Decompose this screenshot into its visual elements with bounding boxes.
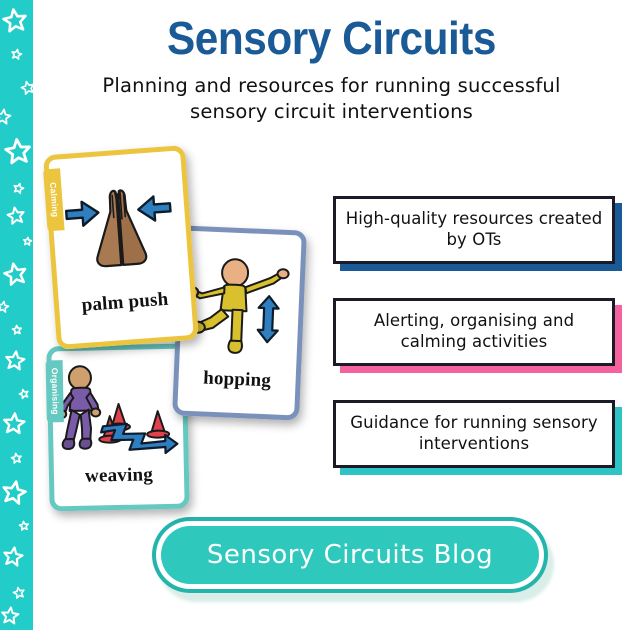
page-subtitle: Planning and resources for running succe… [102,74,561,124]
feature-box: High-quality resources created by OTs [333,196,615,264]
star-icon [18,78,33,97]
feature-text: High-quality resources created by OTs [345,209,603,249]
feature-box-activities: Alerting, organising and calming activit… [333,298,622,373]
star-icon [17,387,32,402]
star-icon [21,235,33,247]
star-icon [11,181,27,197]
button-surface[interactable]: Sensory Circuits Blog [161,526,539,584]
activity-card-hopping[interactable]: hopping [172,225,307,421]
praying-hands-icon [50,172,189,277]
card-tab-organising: Organising [45,360,64,423]
star-icon [0,544,25,569]
feature-text: Guidance for running sensory interventio… [350,413,598,453]
card-label: weaving [84,464,154,487]
sensory-circuits-blog-button[interactable]: Sensory Circuits Blog [152,517,554,602]
feature-text: Alerting, organising and calming activit… [373,311,575,351]
card-tab-label: Calming [47,182,61,218]
star-icon [9,451,24,466]
star-icon [0,478,29,508]
hopping-figure-icon [179,255,300,364]
star-icon [11,585,28,602]
activity-card-weaving[interactable]: weaving Organising [45,343,190,512]
star-icon [0,605,21,627]
star-icon [1,411,27,437]
card-body: palm push [43,145,199,350]
star-icon [17,519,30,532]
feature-box-resources: High-quality resources created by OTs [333,196,622,271]
feature-box: Alerting, organising and calming activit… [333,298,615,366]
card-label: palm push [80,288,170,317]
star-icon [1,260,31,290]
card-label: hopping [202,367,272,392]
card-body: weaving [46,343,190,512]
star-icon [3,137,33,168]
card-tab-label: Organising [49,367,61,415]
page-title: Sensory Circuits [167,12,496,64]
star-icon [9,47,24,62]
activity-card-palm-push[interactable]: palm push Calming [43,145,199,350]
star-icon [4,204,27,227]
feature-box: Guidance for running sensory interventio… [333,400,615,468]
decorative-star-sidebar [0,0,33,630]
star-icon [0,107,13,127]
button-label: Sensory Circuits Blog [206,540,494,570]
header: Sensory Circuits Planning and resources … [33,0,630,125]
star-icon [0,299,11,315]
star-icon [10,323,23,336]
star-icon [0,6,29,35]
feature-box-guidance: Guidance for running sensory interventio… [333,400,622,475]
weaving-figure-cones-icon [52,363,184,458]
card-body: hopping [172,225,307,421]
star-icon [3,349,28,374]
